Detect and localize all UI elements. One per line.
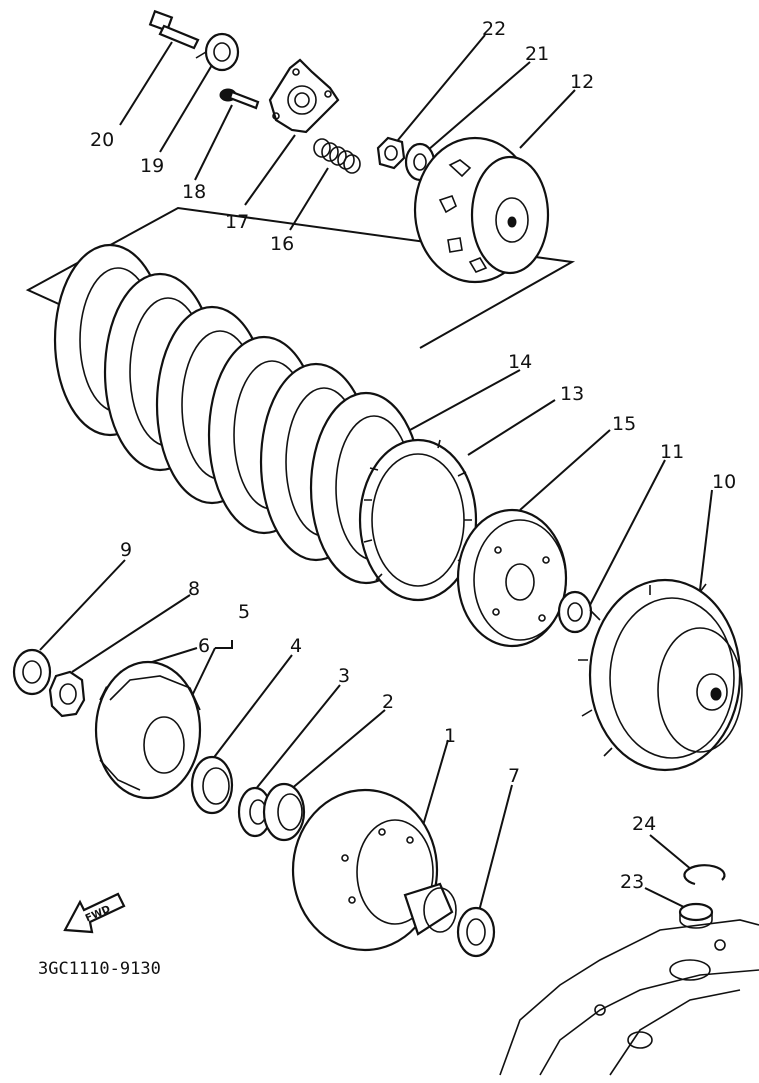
thrust-washer-11 <box>557 590 593 634</box>
clutch-boss-12 <box>413 136 550 284</box>
part-label-15: 15 <box>612 413 636 435</box>
clutch-housing-10 <box>578 578 743 772</box>
crankcase-fragment <box>499 919 759 1076</box>
washer-9 <box>12 648 52 696</box>
circlip-24 <box>683 864 726 886</box>
bearing-2 <box>262 782 306 842</box>
bolt-20 <box>148 9 200 50</box>
part-label-1: 1 <box>444 725 456 747</box>
part-label-8: 8 <box>188 578 200 600</box>
washer-4 <box>190 755 234 815</box>
plate-15 <box>456 508 568 648</box>
part-label-4: 4 <box>290 635 302 657</box>
part-label-2: 2 <box>382 691 394 713</box>
part-label-23: 23 <box>620 871 644 893</box>
part-label-22: 22 <box>482 18 506 40</box>
part-label-16: 16 <box>270 233 294 255</box>
part-label-24: 24 <box>632 813 656 835</box>
part-label-10: 10 <box>712 471 736 493</box>
part-label-6: 6 <box>198 635 210 657</box>
part-label-18: 18 <box>182 181 206 203</box>
part-label-19: 19 <box>140 155 164 177</box>
forward-direction-arrow: FWD <box>63 892 126 934</box>
plug-23 <box>678 902 714 929</box>
part-label-20: 20 <box>90 129 114 151</box>
part-label-17: 17 <box>225 211 249 233</box>
part-number-labels: 1 2 3 4 5 6 7 8 9 10 11 12 13 14 15 16 1… <box>90 18 736 893</box>
plate-set-bracket <box>25 206 576 349</box>
bearing-19 <box>195 32 240 72</box>
friction-plate-13 <box>358 438 478 602</box>
part-label-3: 3 <box>338 665 350 687</box>
pressure-plate-17 <box>268 58 340 134</box>
part-label-9: 9 <box>120 539 132 561</box>
part-label-5: 5 <box>238 601 250 623</box>
part-label-12: 12 <box>570 71 594 93</box>
clutch-drum-1 <box>291 788 457 952</box>
part-label-14: 14 <box>508 351 532 373</box>
clutch-carrier-5 <box>94 660 202 800</box>
screw-18 <box>219 88 260 110</box>
part-label-11: 11 <box>660 441 684 463</box>
plate-8 <box>48 670 86 718</box>
part-label-7: 7 <box>508 765 520 787</box>
part-label-13: 13 <box>560 383 584 405</box>
nut-22 <box>376 136 406 170</box>
spring-16 <box>313 138 361 174</box>
drawing-code: 3GC1110-9130 <box>38 959 161 979</box>
part-label-21: 21 <box>525 43 549 65</box>
washer-7 <box>456 906 496 958</box>
